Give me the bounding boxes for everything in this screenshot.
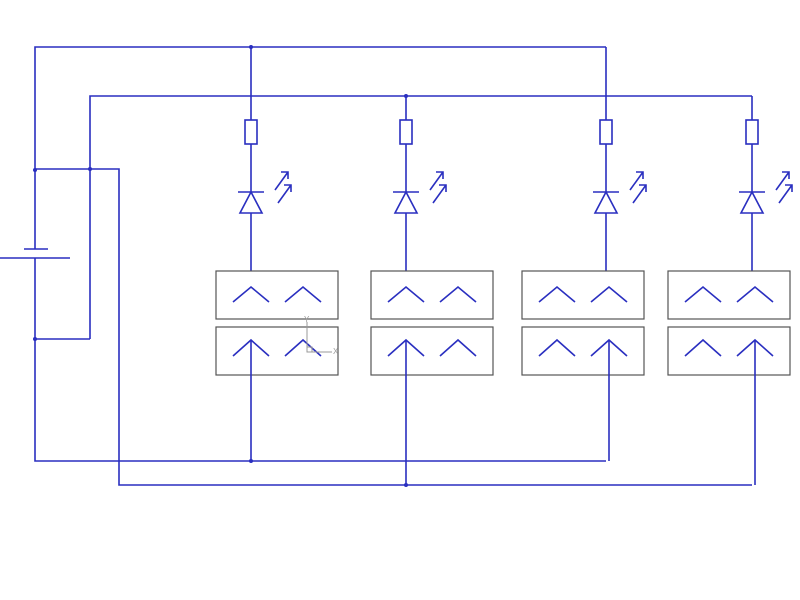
junction-dot <box>88 167 92 171</box>
resistor <box>399 119 413 145</box>
top-bus-wire <box>34 46 606 249</box>
upper-module-box <box>521 270 645 320</box>
resistor <box>244 119 258 145</box>
branches <box>215 47 793 485</box>
upper-module-box <box>215 270 339 320</box>
chevron-contact-symbol <box>538 338 576 357</box>
led-diode <box>393 190 419 214</box>
fork-contact-symbol <box>232 285 270 303</box>
chevron-contact-symbol <box>439 285 477 303</box>
return-wire-right <box>35 168 752 486</box>
main-wiring <box>34 46 752 486</box>
lower-module-box <box>521 326 645 376</box>
fork-contact-symbol <box>590 285 628 303</box>
junction-dots <box>33 45 408 487</box>
branch-2 <box>370 96 494 485</box>
chevron-contact-symbol <box>684 338 722 357</box>
led-diode <box>739 190 765 214</box>
resistor <box>599 119 613 145</box>
fork-contact-symbol <box>736 285 774 303</box>
battery <box>0 248 70 259</box>
light-emission-arrows <box>274 171 292 204</box>
second-bus-wire <box>89 95 752 339</box>
branch-4 <box>667 96 793 485</box>
junction-dot <box>33 337 37 341</box>
axis-x-label: X <box>333 347 339 356</box>
light-emission-arrows <box>429 171 447 204</box>
lower-module-box <box>215 326 339 376</box>
lower-module-box <box>370 326 494 376</box>
axis-indicator: Y X <box>304 315 339 356</box>
chevron-contact-symbol <box>439 338 477 357</box>
light-emission-arrows <box>629 171 647 204</box>
junction-dot <box>33 168 37 172</box>
light-emission-arrows <box>775 171 793 204</box>
lower-module-box <box>667 326 791 376</box>
branch-3 <box>521 47 647 461</box>
led-diode <box>238 190 264 214</box>
resistor <box>745 119 759 145</box>
upper-module-box <box>370 270 494 320</box>
chevron-contact-symbol <box>684 285 722 303</box>
upper-module-box <box>667 270 791 320</box>
chevron-contact-symbol <box>284 338 322 357</box>
bottom-bus-wire <box>34 258 606 462</box>
axis-origin-box <box>306 346 313 353</box>
axis-y-label: Y <box>304 315 310 324</box>
chevron-contact-symbol <box>284 285 322 303</box>
led-diode <box>593 190 619 214</box>
fork-contact-symbol <box>387 285 425 303</box>
chevron-contact-symbol <box>538 285 576 303</box>
branch-1 <box>215 47 339 461</box>
